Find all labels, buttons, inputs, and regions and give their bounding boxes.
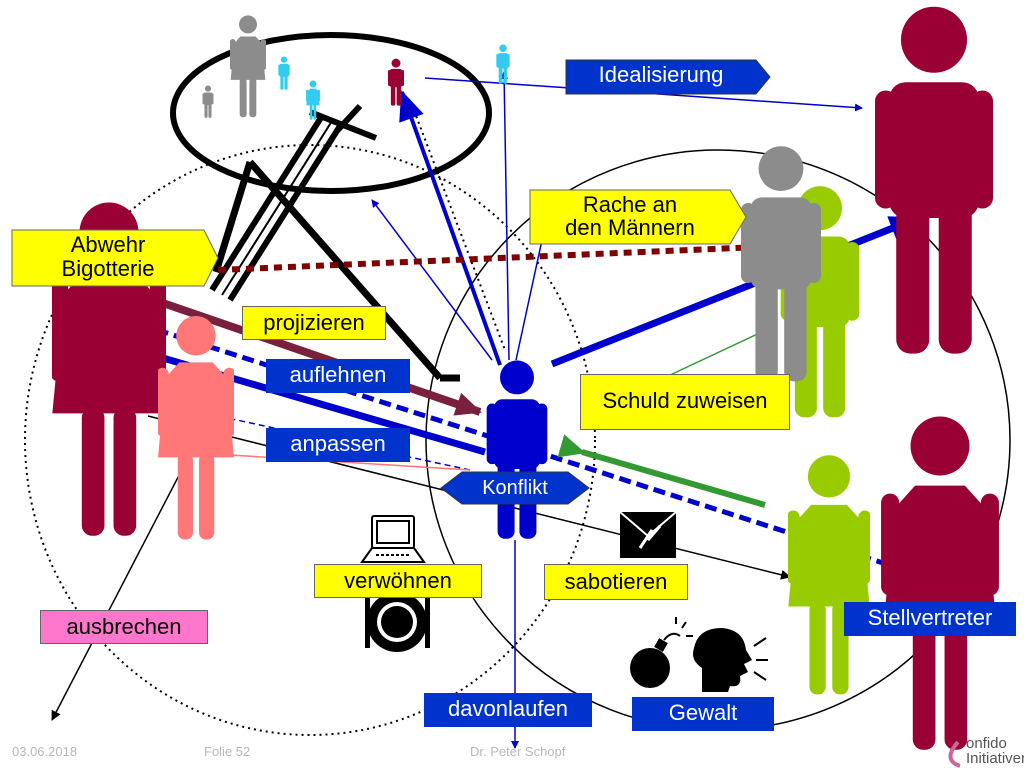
label-gewalt: Gewalt: [632, 697, 774, 731]
logo-text-line1: onfido: [966, 735, 1007, 752]
plate-icon: [365, 592, 430, 652]
family-dotted-circle: [24, 144, 596, 736]
maroon-arrow-1: [123, 286, 482, 416]
footer-date: 03.06.2018: [12, 744, 78, 759]
label-auflehnen: auflehnen: [266, 359, 410, 393]
ideal-oval: [170, 32, 492, 194]
oval-child-cyan-1: [278, 56, 290, 90]
label-ausbrechen: ausbrechen: [40, 610, 208, 644]
envelope-icon: [619, 511, 677, 558]
thick-arrow-to-oval: [399, 90, 502, 366]
label-verwoehnen: verwöhnen: [314, 564, 482, 598]
label-davonlaufen: davonlaufen: [424, 693, 592, 727]
logo-text: onfido Initiativen: [966, 736, 1024, 766]
label-abwehr: Abwehr Bigotterie: [12, 233, 204, 281]
right-woman-lime: [788, 455, 870, 695]
label-rache: Rache an den Männern: [530, 193, 730, 239]
laptop-icon: [360, 515, 426, 563]
idealisierung-box: [565, 59, 771, 95]
big-arrow-right: [550, 214, 920, 368]
dotted-connector: [411, 104, 506, 351]
black-arrow-down: [51, 457, 189, 721]
green-arrow: [557, 434, 766, 508]
footer-author: Dr. Peter Schopf: [470, 744, 566, 759]
barrier-cross: [209, 103, 460, 382]
label-stellvertreter: Stellvertreter: [844, 602, 1016, 636]
right-woman-red: [881, 416, 999, 750]
label-rache-line1: Rache an: [582, 192, 678, 217]
konflikt-box: [440, 471, 590, 505]
abwehr-box: [11, 229, 219, 287]
shouting-head-icon: [693, 628, 768, 692]
label-projizieren: projizieren: [242, 306, 386, 340]
oval-woman-grey: [230, 15, 266, 118]
footer-slide-number: Folie 52: [204, 744, 251, 759]
label-abwehr-line1: Abwehr: [70, 232, 146, 257]
label-rache-line2: den Männern: [565, 215, 695, 240]
center-man-blue: [486, 360, 548, 539]
top-child-cyan: [496, 44, 510, 84]
rache-dotted-arrow: [217, 239, 762, 273]
label-abwehr-line2: Bigotterie: [61, 256, 155, 281]
left-girl-salmon: [158, 316, 234, 540]
bomb-icon: [630, 617, 693, 688]
logo-mark: [948, 740, 961, 768]
rache-box: [529, 189, 747, 245]
oval-child-grey: [202, 85, 214, 118]
green-thin-line: [667, 329, 767, 377]
logo-text-line2: Initiativen: [966, 750, 1024, 767]
label-konflikt: Konflikt: [482, 477, 548, 499]
label-anpassen: anpassen: [266, 428, 410, 462]
label-sabotieren: sabotieren: [544, 564, 688, 600]
label-idealisierung: Idealisierung: [598, 62, 724, 87]
label-schuld-zuweisen: Schuld zuweisen: [580, 374, 790, 430]
oval-man-red: [388, 58, 404, 106]
